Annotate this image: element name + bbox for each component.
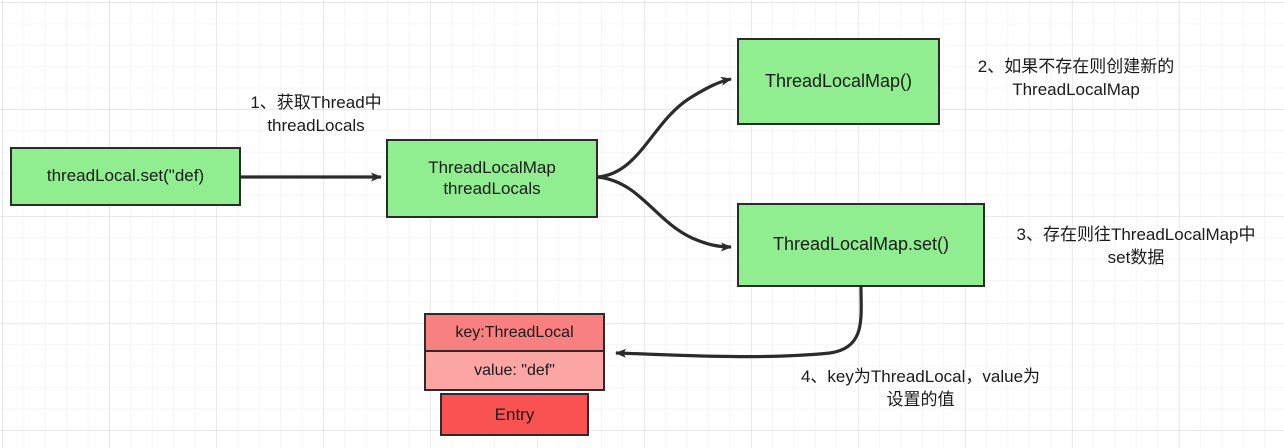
node-threadlocalmap-set[interactable]: ThreadLocalMap.set() (737, 203, 985, 287)
edge-threadlocals-to-map-set (597, 175, 732, 252)
note-step-2: 2、如果不存在则创建新的 ThreadLocalMap (977, 57, 1175, 99)
node-threadlocalmap-threadlocals[interactable]: ThreadLocalMap threadLocals (386, 139, 598, 218)
note-step-4: 4、key为ThreadLocal，value为 设置的值 (800, 367, 1041, 409)
entry-key-row[interactable]: key:ThreadLocal (426, 315, 603, 352)
node-threadlocal-set[interactable]: threadLocal.set("def) (10, 147, 241, 206)
entry-keyvalue-box: key:ThreadLocal value: "def" (424, 313, 605, 391)
node-threadlocalmap-constructor[interactable]: ThreadLocalMap() (737, 38, 940, 125)
edge-threadlocals-to-map-ctor (597, 76, 732, 179)
note-step-1: 1、获取Thread中 threadLocals (250, 93, 382, 135)
edge-map-set-to-entry (615, 286, 863, 359)
entry-label-row[interactable]: Entry (440, 393, 589, 436)
note-step-3: 3、存在则往ThreadLocalMap中 set数据 (1016, 225, 1256, 267)
entry-value-row[interactable]: value: "def" (426, 352, 603, 389)
